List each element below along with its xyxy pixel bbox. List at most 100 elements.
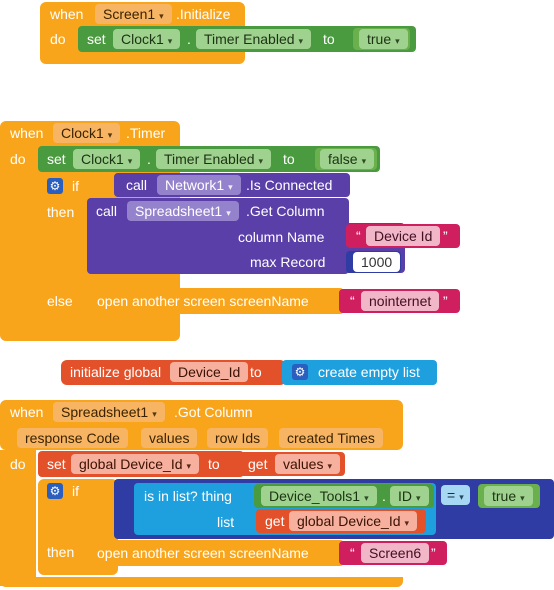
event-param-created-times[interactable]: created Times [279, 428, 383, 448]
event-block-footer [0, 577, 403, 587]
else-label: else [47, 293, 73, 309]
do-label: do [10, 151, 26, 167]
global-variable-name[interactable]: Device_Id [170, 362, 249, 382]
open-another-screen-block[interactable] [87, 540, 344, 566]
dot-label: . [382, 488, 386, 504]
is-in-list-label: is in list? thing [144, 488, 232, 504]
set-label: set [47, 151, 66, 167]
boolean-dropdown-true[interactable]: true▾ [484, 486, 533, 506]
variable-dropdown-values[interactable]: values▾ [275, 454, 340, 474]
chevron-down-icon: ▾ [327, 461, 332, 471]
component-dropdown-spreadsheet1[interactable]: Spreadsheet1▾ [53, 402, 165, 422]
gear-icon[interactable]: ⚙ [47, 483, 63, 499]
chevron-down-icon: ▾ [127, 156, 133, 166]
property-dropdown[interactable]: Timer Enabled▾ [196, 29, 312, 49]
create-empty-list-label: create empty list [318, 364, 420, 380]
if-label: if [72, 178, 79, 194]
then-label: then [47, 204, 75, 220]
chevron-down-icon: ▾ [152, 409, 157, 419]
text-value[interactable]: nointernet [361, 291, 440, 311]
component-name: Spreadsheet1 [135, 203, 223, 219]
chevron-down-icon: ▾ [159, 11, 164, 21]
chevron-down-icon: ▾ [258, 156, 264, 166]
property-dropdown-id[interactable]: ID ▾ [390, 486, 429, 506]
event-block-body [0, 450, 36, 586]
component-dropdown-network1[interactable]: Network1▾ [157, 175, 241, 195]
chevron-down-icon: ▾ [459, 492, 464, 502]
chevron-down-icon: ▾ [404, 518, 410, 528]
chevron-down-icon: ▾ [186, 461, 192, 471]
do-label: do [10, 456, 26, 472]
chevron-down-icon: ▾ [226, 208, 231, 218]
open-screen-label: open another screen screenName [97, 545, 309, 561]
variable-name: values [283, 456, 324, 472]
variable-dropdown-global-device-id[interactable]: global Device_Id▾ [71, 454, 200, 474]
component-name: Screen1 [103, 6, 156, 22]
quote-close: ” [443, 293, 448, 309]
variable-name: global Device_Id [79, 456, 183, 472]
component-dropdown-screen1[interactable]: Screen1▾ [95, 4, 172, 24]
component-dropdown-clock1[interactable]: Clock1▾ [113, 29, 181, 49]
when-label: when [10, 404, 44, 420]
open-screen-label: open another screen screenName [97, 293, 309, 309]
component-name: Device_Tools1 [269, 488, 361, 504]
quote-close: ” [443, 228, 448, 244]
quote-open: “ [356, 228, 361, 244]
boolean-dropdown-false[interactable]: false▾ [320, 149, 375, 169]
chevron-down-icon: ▾ [520, 493, 525, 503]
quote-open: “ [350, 545, 355, 561]
when-label: when [10, 125, 44, 141]
component-dropdown-clock1[interactable]: Clock1▾ [73, 149, 141, 169]
quote-open: “ [350, 293, 355, 309]
text-value[interactable]: Device Id [366, 226, 441, 246]
to-label: to [323, 31, 335, 47]
method-name: .Get Column [246, 203, 325, 219]
event-param-response-code[interactable]: response Code [17, 428, 128, 448]
component-dropdown-spreadsheet1[interactable]: Spreadsheet1▾ [127, 201, 239, 221]
method-name: .Is Connected [246, 177, 333, 193]
variable-name: global Device_Id [297, 513, 401, 529]
if-label: if [72, 483, 79, 499]
event-param-row-ids[interactable]: row Ids [207, 428, 269, 448]
component-dropdown-clock1[interactable]: Clock1▾ [53, 123, 121, 143]
operator: = [447, 487, 456, 503]
component-name: Clock1 [61, 125, 104, 141]
chevron-down-icon: ▾ [361, 156, 367, 166]
property-dropdown[interactable]: Timer Enabled▾ [156, 149, 272, 169]
variable-dropdown-global-device-id[interactable]: global Device_Id▾ [289, 511, 418, 531]
get-label: get [265, 513, 285, 529]
component-name: Spreadsheet1 [61, 404, 149, 420]
do-label: do [50, 31, 66, 47]
number-value[interactable]: 1000 [353, 252, 401, 272]
component-name: Clock1 [121, 31, 164, 47]
open-another-screen-block[interactable] [87, 288, 344, 314]
set-label: set [87, 31, 106, 47]
chevron-down-icon: ▾ [364, 493, 369, 503]
compare-operator-dropdown[interactable]: =▾ [441, 485, 470, 505]
if-block-divider [38, 326, 178, 336]
component-dropdown-device-tools1[interactable]: Device_Tools1▾ [261, 486, 377, 506]
boolean-value: true [492, 488, 517, 504]
chevron-down-icon: ▾ [395, 36, 400, 46]
to-label: to [250, 364, 262, 380]
gear-icon[interactable]: ⚙ [292, 364, 308, 380]
gear-icon[interactable]: ⚙ [47, 178, 63, 194]
boolean-dropdown-true[interactable]: true▾ [359, 29, 408, 49]
property-name: ID [398, 488, 412, 504]
boolean-value: false [328, 151, 358, 167]
event-name: .Initialize [176, 6, 231, 22]
call-label: call [96, 203, 118, 219]
event-param-values[interactable]: values [141, 428, 198, 448]
property-name: Timer Enabled [204, 31, 295, 47]
arg-label-max-record: max Record [250, 254, 326, 270]
event-name: .Got Column [174, 404, 253, 420]
arg-label-column-name: column Name [238, 229, 325, 245]
quote-close: ” [431, 545, 436, 561]
property-name: Timer Enabled [164, 151, 255, 167]
dot-label: . [147, 151, 151, 167]
initialize-global-label: initialize global [70, 364, 162, 380]
boolean-value: true [367, 31, 392, 47]
chevron-down-icon: ▾ [416, 493, 421, 503]
text-value[interactable]: Screen6 [361, 543, 430, 563]
set-label: set [47, 456, 66, 472]
